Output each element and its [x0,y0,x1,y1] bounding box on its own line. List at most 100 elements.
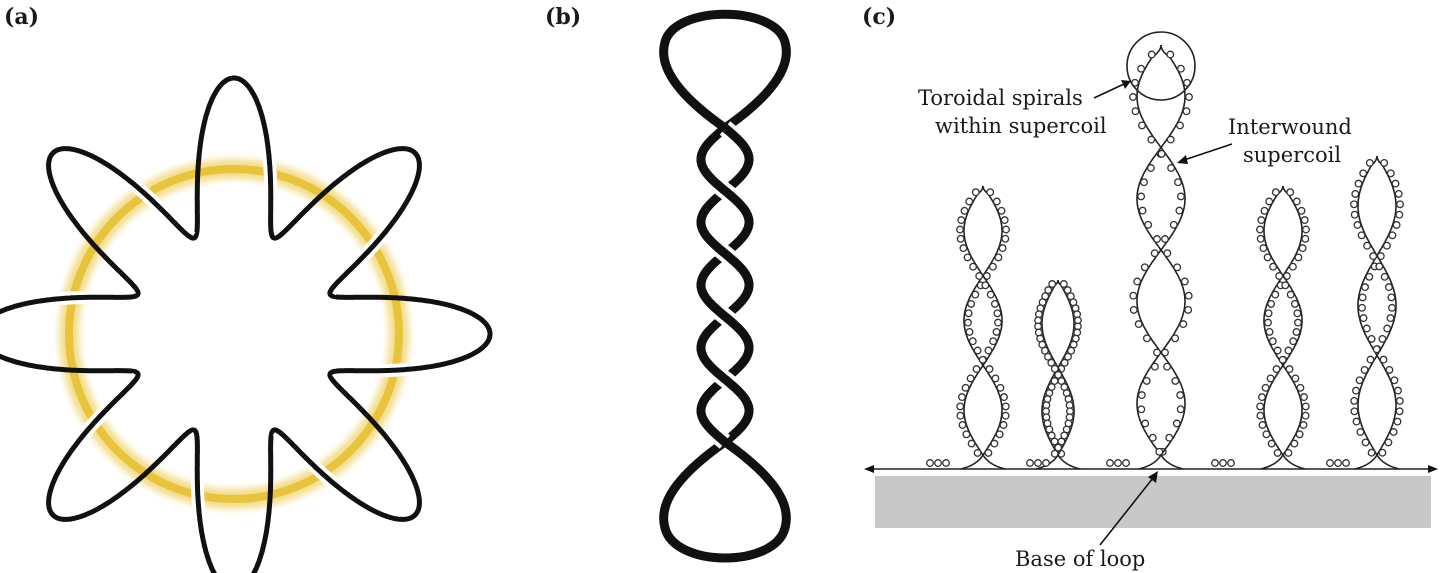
toroidal-curl [1394,386,1402,395]
toroidal-curl [967,299,976,308]
toroidal-curl [1133,277,1142,286]
toroidal-curl [997,206,1006,215]
toroidal-curl [1289,337,1298,346]
toroidal-curl [978,355,987,364]
toroidal-curl [1366,355,1375,364]
toroidal-curl [1389,428,1398,436]
baseline-curl [1106,459,1114,467]
toroidal-curl [957,216,966,225]
toroidal-curl [1262,430,1271,439]
toroidal-curl [1138,121,1146,130]
toroidal-curl [1353,221,1362,229]
toroidal-curl [971,290,980,299]
toroidal-curl [1184,291,1193,300]
toroidal-curl [1350,396,1359,405]
toroidal-curl [1396,200,1404,209]
toroidal-curl [1302,225,1310,234]
toroidal-curl [992,197,1001,206]
toroidal-curl [1263,253,1272,262]
toroidal-curl [956,225,964,234]
toroidal-curl [1380,158,1389,167]
toroidal-curl [1264,309,1273,318]
toroidal-curl [1141,419,1150,428]
base-arrow [1099,477,1154,546]
toroidal-curl [1134,320,1143,329]
toroidal-curl [1268,337,1277,346]
toroidal-curl [1388,231,1397,240]
toroidal-curl [972,365,981,374]
loop-base [1354,453,1400,470]
toroidal-curl [956,411,965,420]
toroidal-curl [1171,334,1180,343]
toroidal-curl [1050,364,1059,373]
toroidal-curl [996,383,1005,392]
toroidal-curl [1363,241,1372,250]
interwound-label-line1: Interwound [1228,115,1352,139]
interwound-arrowhead [1177,155,1188,164]
toroidal-curl [1063,286,1072,295]
toroidal-curl [1393,417,1402,426]
toroidal-curl [1166,50,1175,59]
toroidal-curl [1129,93,1137,101]
toroidal-curl [1180,277,1189,286]
loop-base [960,453,1006,470]
toroidal-curl [981,281,990,290]
loop-4 [1256,185,1310,470]
top-loop [659,9,791,133]
toroidal-curl [1271,290,1280,299]
toroidal-curl [1147,50,1156,59]
loop-strand [963,185,1003,456]
toroidal-curl [1257,216,1266,225]
toroidal-curl [1365,272,1374,281]
toroidal-curl [1176,405,1185,414]
loop-strand [1357,155,1397,456]
baseline-curl [1326,459,1334,467]
toroidal-curl [1171,376,1180,385]
interwound-strand [659,9,791,563]
toroidal-curl [986,290,995,299]
loop-strand [963,185,1003,456]
toroidal-curl [975,272,984,280]
toroidal-curl [1054,443,1063,452]
toroidal-curl [1165,433,1174,442]
toroidal-curl [956,234,965,243]
toroidal-curl [1176,192,1185,201]
loop-3 [1129,44,1193,470]
ring-core [65,165,403,503]
toroidal-curl [1044,352,1052,361]
toroidal-curl [1301,411,1310,420]
toroidal-curl [1358,293,1367,302]
toroidal-curl [1292,327,1301,336]
helix-strand-over [720,123,754,162]
helix-strand-over [696,157,754,225]
toroidal-curl [1361,283,1370,292]
toroidal-curl [1140,178,1148,187]
loop-base [1138,453,1184,470]
toroidal-curl [1275,272,1284,280]
toroidal-curl [1266,374,1275,383]
toroidal-curl [1356,428,1365,436]
toroidal-curl [1146,164,1155,172]
toroidal-curl [1350,407,1359,416]
toroid-strand-over [327,152,422,296]
toroidal-curl [1142,334,1151,343]
baseline-curl [1342,459,1350,467]
toroidal-curl [1260,206,1269,215]
toroidal-curl [1044,286,1053,295]
toroidal-curl [1300,393,1308,402]
helix-strand-over [696,345,754,413]
toroidal-curl [1169,220,1178,229]
toroidal-curl [1359,169,1368,178]
toroidal-curl [1174,178,1182,187]
toroidal-curl [1360,365,1369,374]
toroidal-curl [968,337,977,346]
toroidal-curl [1388,303,1396,312]
toroidal-curl [1140,263,1149,272]
toroidal-curl [1002,225,1010,234]
toroidal-curl [1057,377,1066,385]
toroidal-curl [1166,135,1175,144]
toroidal-curl [1294,318,1302,327]
toroidal-curl [998,244,1007,253]
toroidal-curl [1172,419,1181,428]
baseline-right-arrow [1428,465,1438,473]
